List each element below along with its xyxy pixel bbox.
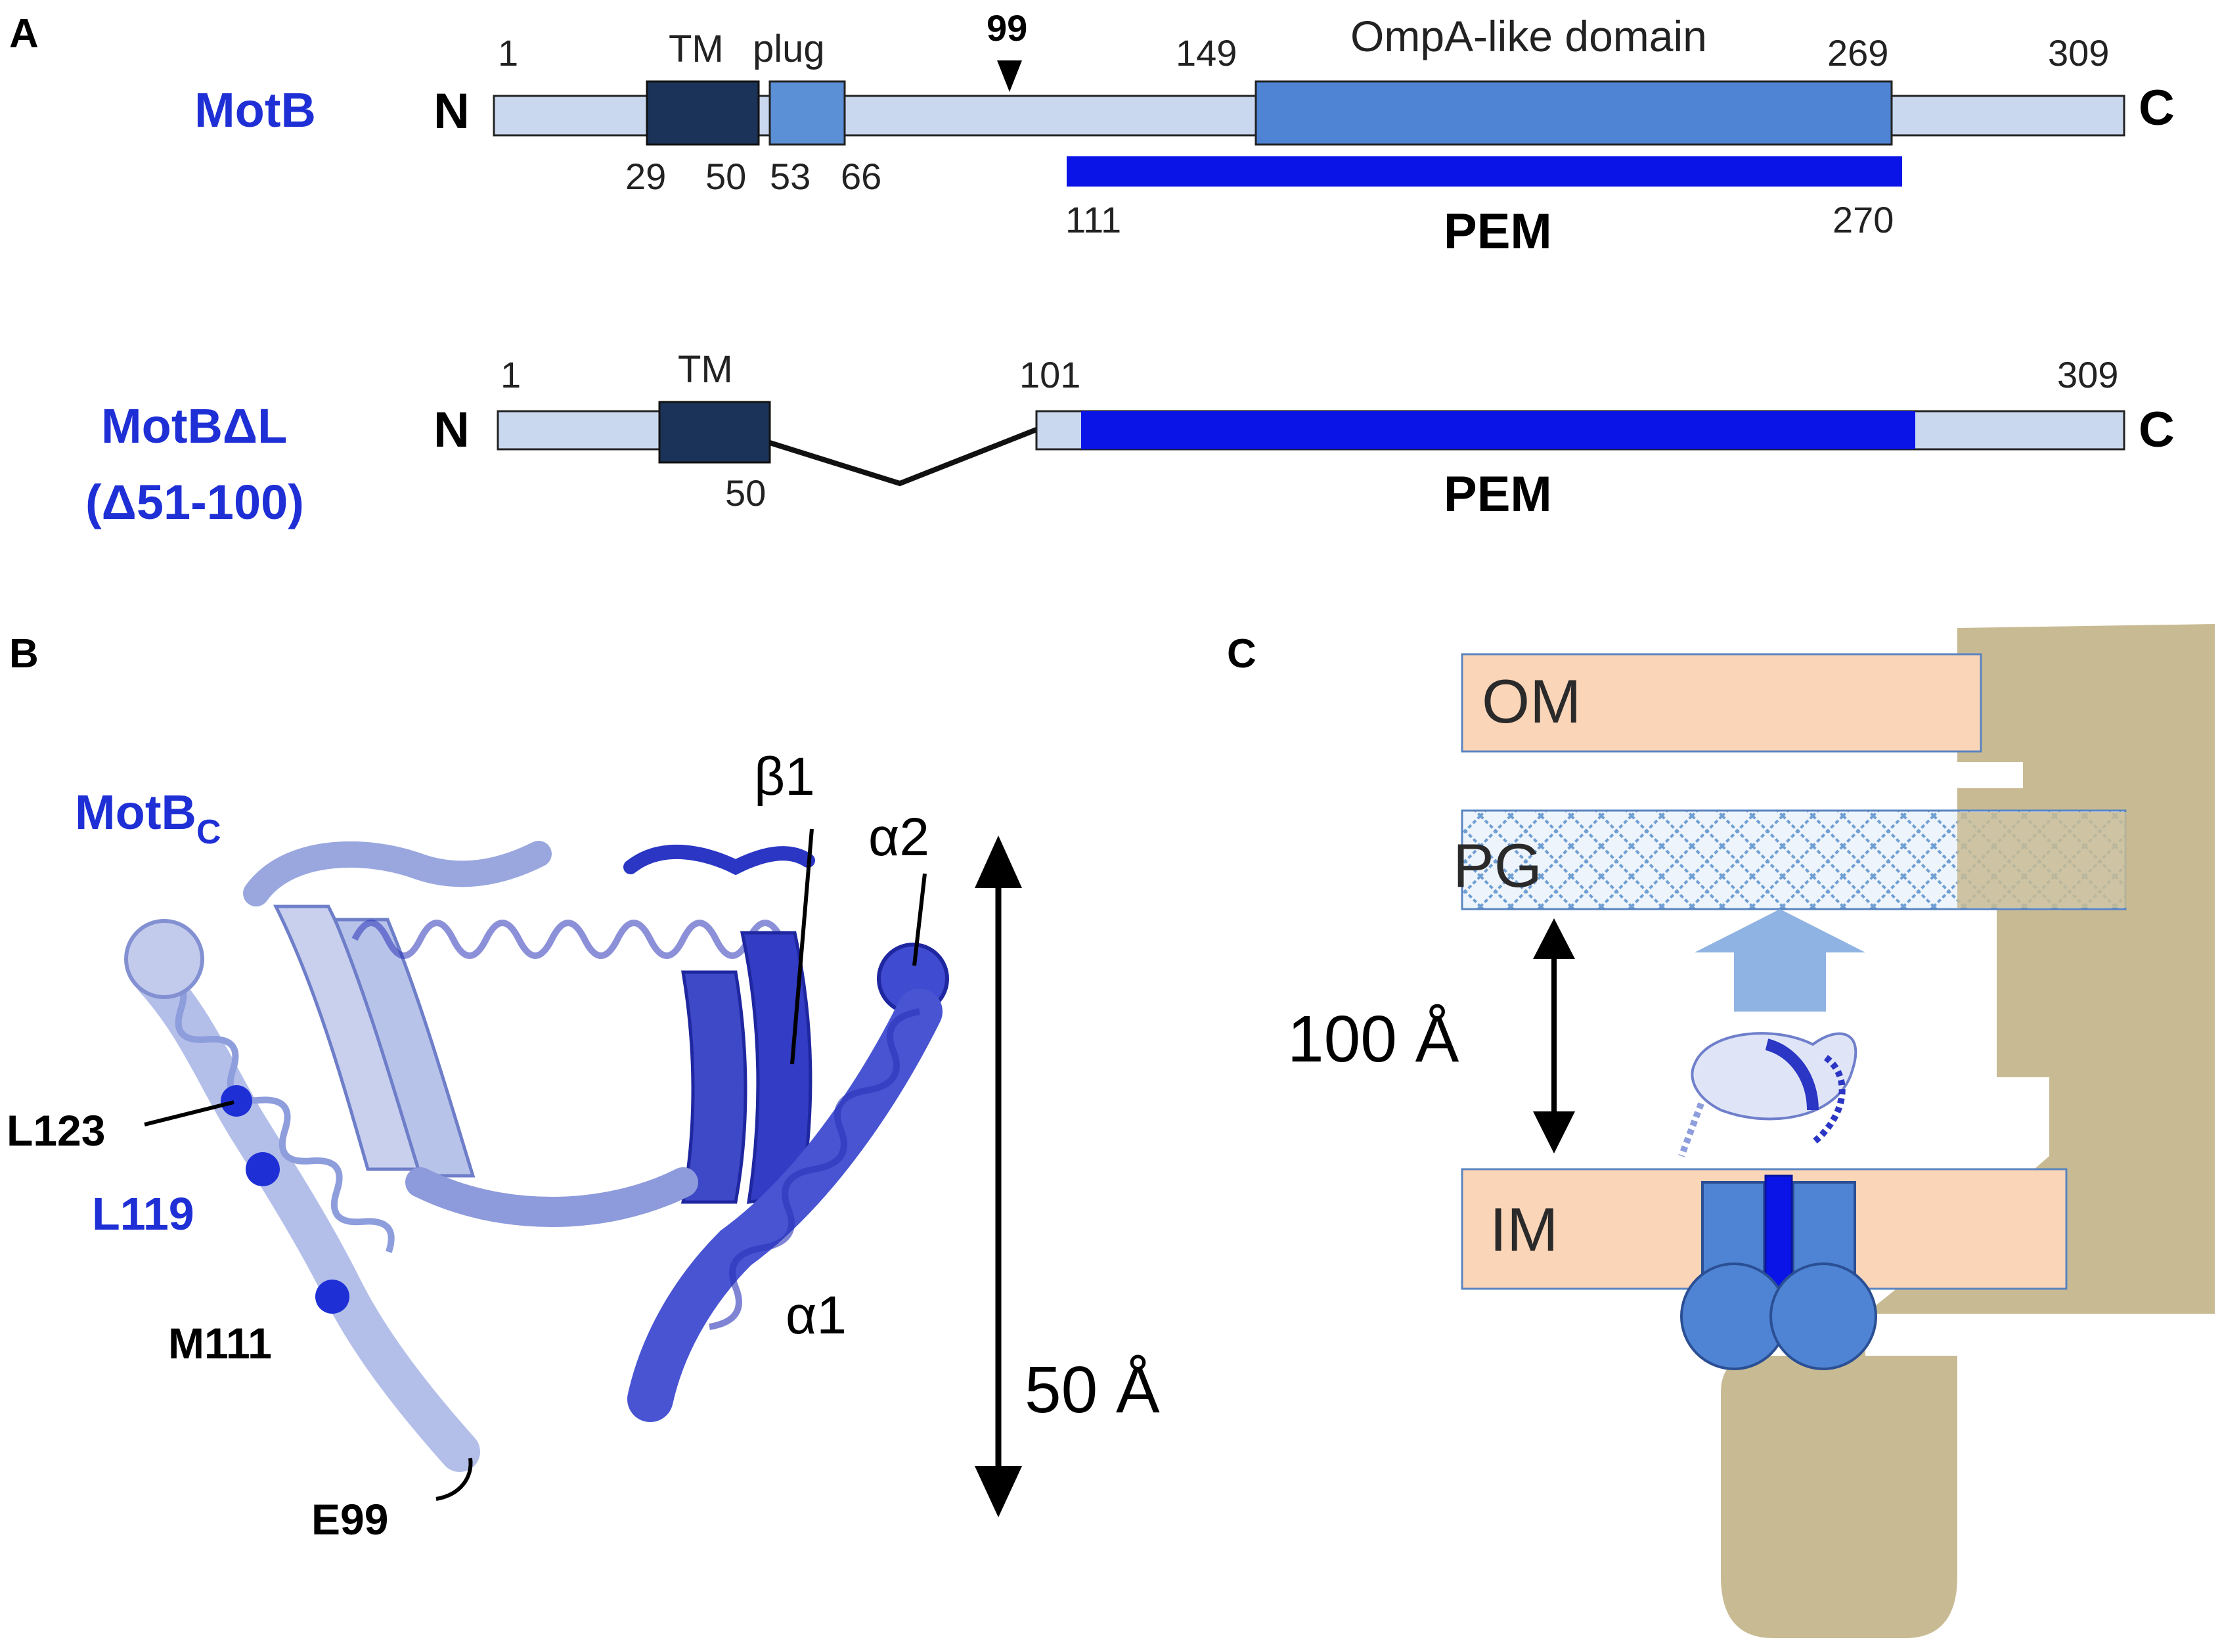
motb-tm-domain [646, 80, 760, 146]
scale-label-50: 50 Å [1025, 1353, 1160, 1427]
motbdl-n-terminus: N [433, 402, 470, 458]
motb-plug-label: plug [753, 28, 825, 70]
m111-label: M111 [168, 1319, 272, 1368]
motb-pem-bar [1067, 156, 1902, 187]
motb-periplasmic-domain [1678, 1032, 1857, 1157]
panel-c: C OM PG IM 1 [1227, 624, 2215, 1638]
top-right-loop [623, 844, 815, 876]
motb-label-29: 29 [625, 156, 666, 197]
motb-label-111: 111 [1065, 199, 1121, 240]
residue-l123 [221, 1085, 252, 1117]
residue-m111 [315, 1280, 349, 1314]
om-label: OM [1482, 667, 1581, 736]
motb-label-309: 309 [2048, 32, 2109, 74]
beta1-leader [790, 828, 814, 1065]
motor-housing [1721, 624, 2215, 1638]
pg-label: PG [1453, 831, 1542, 900]
motbdl-tm-label: TM [678, 348, 733, 391]
l123-label: L123 [7, 1106, 105, 1155]
residue-l119 [246, 1152, 280, 1186]
motbdl-label-1: 1 [500, 354, 521, 395]
motbc-title-main: MotB [75, 785, 196, 839]
motbc-title-subscript: C [196, 813, 221, 851]
motbc-structure [124, 841, 949, 1472]
motbdl-c-terminus: C [2139, 402, 2175, 458]
motb-ompa-domain [1255, 80, 1893, 146]
motbdl-pem-label: PEM [1444, 466, 1552, 522]
extension-arrow [1695, 909, 1865, 1012]
motbdl-segment-1 [497, 410, 663, 451]
motb-label-270: 270 [1833, 199, 1894, 240]
motb-label-66: 66 [841, 156, 881, 197]
n-terminal-helix [135, 958, 480, 1472]
motb-label-50: 50 [705, 156, 746, 197]
motbdl-diagram: MotBΔL (Δ51-100) N C 1 TM 101 309 50 PEM [85, 348, 2175, 529]
alpha2-leader [912, 873, 927, 966]
panel-b-label: B [9, 631, 39, 677]
alpha2-label: α2 [868, 807, 929, 867]
motb-n-terminus: N [433, 83, 470, 139]
motb-tm-label: TM [669, 28, 724, 70]
panel-c-label: C [1227, 631, 1256, 677]
motb-label-1: 1 [498, 32, 518, 74]
scale-arrow-50 [975, 836, 1022, 1517]
distance-arrow-100 [1533, 918, 1575, 1153]
alpha1-helix-coils [709, 1008, 920, 1330]
panel-a: A MotB N C 1 TM plug 99 149 OmpA-like do… [9, 7, 2175, 529]
alpha1-label: α1 [786, 1285, 847, 1345]
stator-cyto-right [1769, 1262, 1877, 1370]
l119-label: L119 [92, 1188, 194, 1239]
motbdl-name-line2: (Δ51-100) [85, 475, 304, 529]
n-terminal-helix-coils [154, 975, 395, 1253]
motbdl-label-101: 101 [1019, 354, 1080, 395]
beta1-label: β1 [754, 747, 815, 807]
panel-a-label: A [9, 11, 39, 56]
l123-leader [144, 1100, 234, 1127]
motb-plug-domain [768, 80, 846, 146]
upper-left-helix [124, 919, 204, 999]
im-label: IM [1490, 1195, 1558, 1264]
motbdl-label-50: 50 [725, 472, 766, 514]
central-helix-coils [351, 920, 785, 959]
panel-b: B MotBC [7, 631, 1160, 1544]
distance-label-100: 100 Å [1287, 1002, 1459, 1076]
pg-housing-overlap [1957, 812, 2128, 908]
outer-membrane [1461, 653, 1982, 753]
e99-label: E99 [311, 1495, 388, 1544]
motb-label-269: 269 [1827, 32, 1888, 74]
motb-ompa-label: OmpA-like domain [1350, 12, 1707, 60]
motb-pem-label: PEM [1444, 204, 1552, 259]
motbc-title: MotBC [75, 785, 221, 851]
motb-name: MotB [194, 83, 316, 137]
motb-label-53: 53 [770, 156, 811, 197]
motb-site-99-arrowhead [997, 60, 1022, 92]
motb-label-149: 149 [1176, 32, 1237, 74]
motbdl-label-309: 309 [2057, 354, 2118, 395]
e99-leader [435, 1458, 473, 1501]
beta-sheet-right [681, 970, 747, 1204]
beta-sheet-left-2 [332, 918, 476, 1178]
motbdl-name-line1: MotBΔL [101, 399, 287, 453]
motbdl-tm-domain [658, 401, 771, 464]
upper-loop-left [243, 841, 552, 906]
lower-loop [405, 1167, 698, 1227]
motbdl-pem-bar [1081, 411, 1915, 449]
motb-diagram: MotB N C 1 TM plug 99 149 OmpA-like doma… [194, 7, 2175, 259]
motb-label-99: 99 [987, 7, 1027, 49]
motb-c-terminus: C [2139, 80, 2175, 136]
motbdl-deletion-line [768, 427, 1038, 487]
